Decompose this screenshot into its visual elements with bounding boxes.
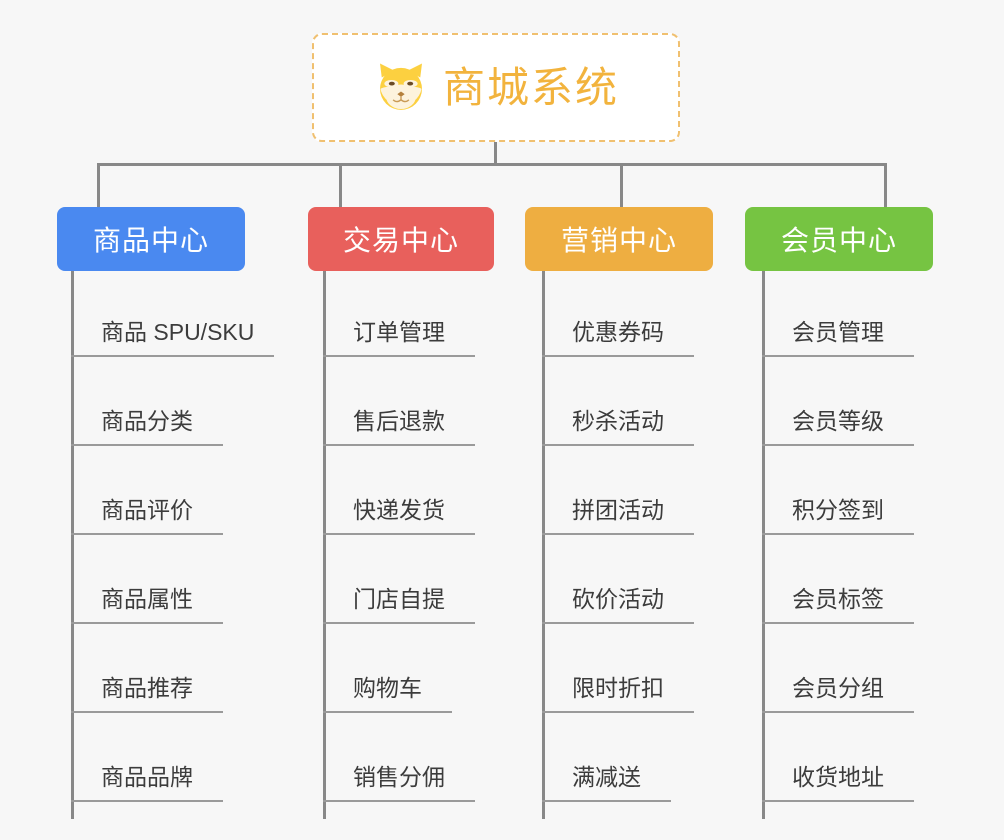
leaf-label: 快递发货 — [353, 496, 445, 523]
leaf-item[interactable]: 会员分组 — [762, 669, 914, 713]
root-drop-line — [494, 142, 497, 165]
leaf-item[interactable]: 会员标签 — [762, 580, 914, 624]
leaf-item[interactable]: 会员等级 — [762, 402, 914, 446]
leaf-item[interactable]: 售后退款 — [323, 402, 475, 446]
column-stem-1 — [323, 271, 326, 819]
leaf-label: 会员等级 — [792, 407, 884, 434]
drop-line-1 — [97, 163, 100, 209]
leaf-label: 商品分类 — [101, 407, 193, 434]
category-label: 营销中心 — [560, 225, 677, 256]
category-label: 商品中心 — [92, 225, 209, 256]
leaf-item[interactable]: 积分签到 — [762, 491, 914, 535]
shiba-dog-face-icon — [379, 63, 422, 110]
leaf-item[interactable]: 商品评价 — [71, 491, 223, 535]
leaf-item[interactable]: 满减送 — [542, 758, 671, 802]
leaf-item[interactable]: 购物车 — [323, 669, 452, 713]
category-label: 交易中心 — [342, 225, 459, 256]
drop-line-4 — [884, 163, 887, 209]
category-box-3[interactable]: 会员中心 — [745, 207, 933, 271]
leaf-label: 秒杀活动 — [572, 407, 664, 434]
leaf-item[interactable]: 收货地址 — [762, 758, 914, 802]
leaf-label: 商品评价 — [101, 496, 193, 523]
column-stem-2 — [542, 271, 545, 819]
drop-line-2 — [339, 163, 342, 209]
column-stem-0 — [71, 271, 74, 819]
leaf-label: 积分签到 — [792, 496, 884, 523]
leaf-label: 会员分组 — [792, 674, 884, 701]
root-title: 商城系统 — [442, 63, 619, 111]
leaf-label: 砍价活动 — [572, 585, 664, 612]
leaf-label: 限时折扣 — [572, 674, 664, 701]
leaf-item[interactable]: 商品品牌 — [71, 758, 223, 802]
column-stem-3 — [762, 271, 765, 819]
leaf-item[interactable]: 商品属性 — [71, 580, 223, 624]
leaf-label: 销售分佣 — [353, 763, 445, 790]
leaf-item[interactable]: 快递发货 — [323, 491, 475, 535]
category-box-2[interactable]: 营销中心 — [525, 207, 713, 271]
leaf-label: 满减送 — [572, 763, 641, 790]
leaf-label: 商品 SPU/SKU — [101, 318, 255, 345]
leaf-label: 拼团活动 — [572, 496, 664, 523]
leaf-label: 会员标签 — [792, 585, 884, 612]
drop-line-3 — [620, 163, 623, 209]
leaf-label: 商品属性 — [101, 585, 193, 612]
leaf-item[interactable]: 砍价活动 — [542, 580, 694, 624]
leaf-label: 售后退款 — [353, 407, 445, 434]
category-box-1[interactable]: 交易中心 — [308, 207, 494, 271]
leaf-item[interactable]: 拼团活动 — [542, 491, 694, 535]
connector-bus-line — [97, 163, 887, 166]
leaf-item[interactable]: 商品分类 — [71, 402, 223, 446]
leaf-item[interactable]: 商品 SPU/SKU — [71, 313, 274, 357]
leaf-item[interactable]: 限时折扣 — [542, 669, 694, 713]
leaf-item[interactable]: 秒杀活动 — [542, 402, 694, 446]
leaf-item[interactable]: 会员管理 — [762, 313, 914, 357]
category-box-0[interactable]: 商品中心 — [57, 207, 245, 271]
leaf-label: 商品品牌 — [101, 763, 193, 790]
category-label: 会员中心 — [780, 225, 897, 256]
leaf-label: 门店自提 — [353, 585, 445, 612]
leaf-item[interactable]: 商品推荐 — [71, 669, 223, 713]
leaf-item[interactable]: 销售分佣 — [323, 758, 475, 802]
leaf-label: 商品推荐 — [101, 674, 193, 701]
leaf-label: 会员管理 — [792, 318, 884, 345]
root-node[interactable]: 商城系统 — [312, 33, 680, 142]
leaf-label: 订单管理 — [353, 318, 445, 345]
leaf-label: 优惠券码 — [572, 318, 664, 345]
leaf-item[interactable]: 门店自提 — [323, 580, 475, 624]
leaf-label: 购物车 — [353, 674, 422, 701]
leaf-label: 收货地址 — [792, 763, 884, 790]
leaf-item[interactable]: 订单管理 — [323, 313, 475, 357]
leaf-item[interactable]: 优惠券码 — [542, 313, 694, 357]
